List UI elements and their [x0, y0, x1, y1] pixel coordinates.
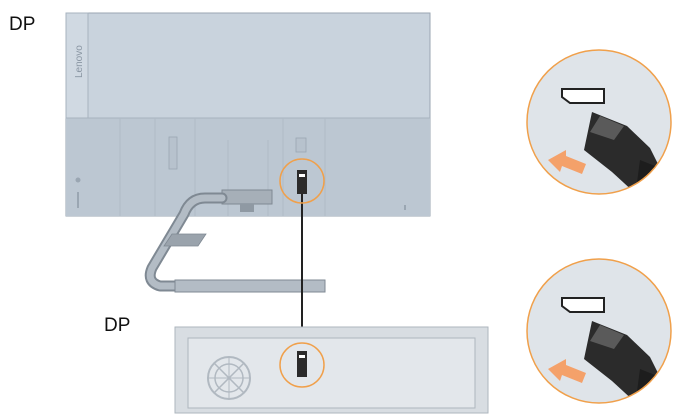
monitor-port-label: DP: [9, 14, 36, 35]
monitor-stand: [144, 189, 326, 293]
displayport-socket-icon: [561, 88, 605, 104]
computer-port-label: DP: [104, 315, 131, 336]
monitor-back: Lenovo: [65, 12, 431, 217]
monitor-port-highlight: [279, 158, 325, 204]
monitor-dp-connector: [279, 158, 325, 204]
brand-logo: Lenovo: [74, 45, 85, 78]
displayport-socket-icon: [561, 297, 605, 313]
computer-port-highlight: [279, 342, 325, 388]
dp-zoom-callout-bottom: [526, 258, 672, 404]
computer-dp-connector: [297, 351, 307, 377]
insert-arrow-icon: [548, 150, 586, 174]
computer-back-panel: [174, 326, 489, 414]
insert-arrow-icon: [548, 359, 586, 383]
dp-zoom-callout-top: [526, 49, 672, 195]
fan-vent-icon: [207, 356, 251, 400]
